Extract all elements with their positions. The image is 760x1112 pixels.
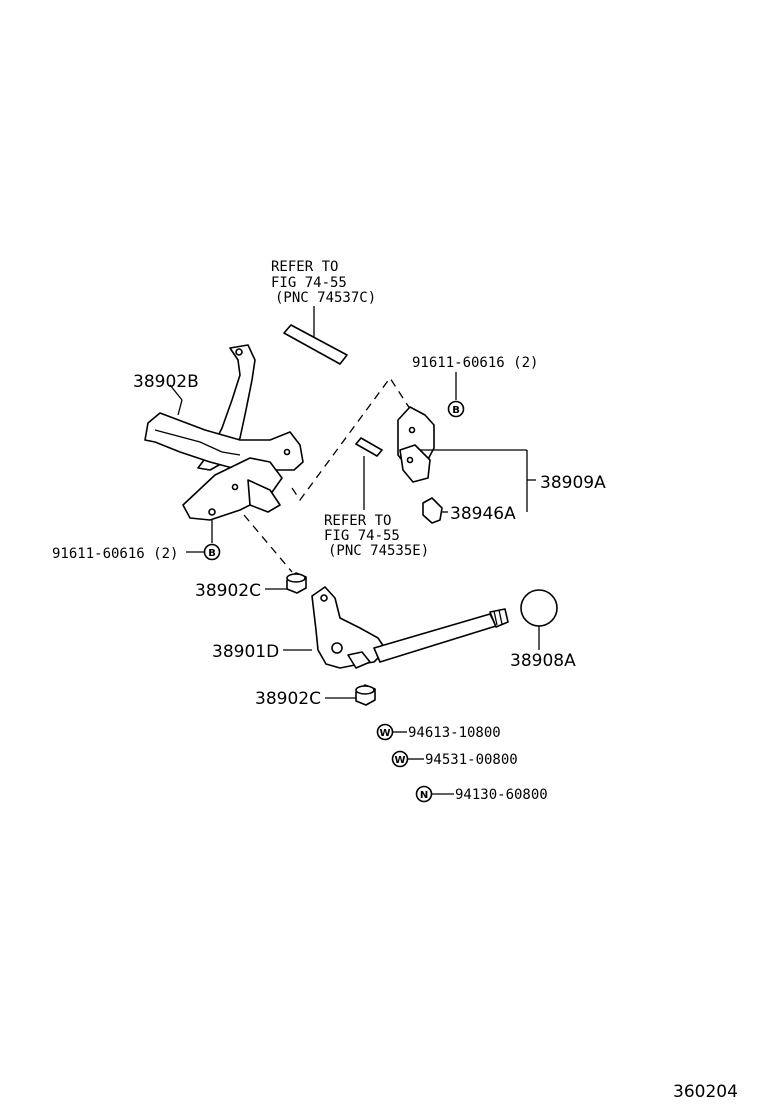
ref-lower-line3: (PNC 74535E)	[328, 543, 429, 559]
ref-upper-line1: REFER TO	[271, 259, 338, 275]
bushing-38902c-upper: 38902C	[195, 572, 307, 601]
washer-94531: W 94531-00800	[391, 750, 518, 768]
ref-upper-line2: FIG 74-55	[271, 275, 347, 291]
pad-74537c	[283, 324, 348, 365]
pad-74535e	[355, 437, 383, 457]
ref-lower-line2: FIG 74-55	[324, 528, 400, 544]
label-91611-60616-left: 91611-60616 (2)	[52, 546, 178, 562]
svg-text:B: B	[452, 405, 460, 416]
bolt-left: B 91611-60616 (2)	[52, 520, 221, 562]
bolt-top: 91611-60616 (2) B	[412, 355, 538, 418]
svg-text:N: N	[420, 790, 428, 801]
label-38908a: 38908A	[510, 651, 576, 671]
washer-94613: W 94613-10800	[376, 723, 501, 741]
switch-38909a: 38909A	[397, 406, 606, 512]
ref-lower-line1: REFER TO	[324, 513, 391, 529]
label-94130-60800: 94130-60800	[455, 787, 548, 803]
label-38901d: 38901D	[212, 642, 279, 662]
bolt-symbol-top	[447, 400, 465, 418]
washer-symbol-1	[376, 723, 394, 741]
reference-note-upper: REFER TO FIG 74-55 (PNC 74537C)	[271, 259, 376, 365]
label-38902b: 38902B	[133, 372, 199, 392]
label-38902c-upper: 38902C	[195, 581, 261, 601]
label-94531-00800: 94531-00800	[425, 752, 518, 768]
dashed-guide-lower	[243, 514, 293, 573]
clip-38946a: 38946A	[422, 497, 516, 524]
svg-text:W: W	[379, 728, 390, 739]
bracket-38902b: 38902B	[133, 344, 304, 521]
dashed-guide-upper	[291, 376, 413, 502]
label-94613-10800: 94613-10800	[408, 725, 501, 741]
lever-38901d: 38901D	[212, 586, 509, 669]
label-38946a: 38946A	[450, 504, 516, 524]
label-91611-60616-top: 91611-60616 (2)	[412, 355, 538, 371]
nut-symbol	[415, 785, 433, 803]
svg-text:B: B	[208, 548, 216, 559]
pad-38908a: 38908A	[510, 589, 576, 671]
ref-upper-line3: (PNC 74537C)	[275, 290, 376, 306]
nut-94130: N 94130-60800	[415, 785, 548, 803]
reference-note-lower: REFER TO FIG 74-55 (PNC 74535E)	[324, 437, 429, 559]
pedal-pad-circle	[520, 589, 558, 627]
figure-number: 360204	[673, 1082, 738, 1102]
label-38909a: 38909A	[540, 473, 606, 493]
washer-symbol-2	[391, 750, 409, 768]
label-38902c-lower: 38902C	[255, 689, 321, 709]
svg-text:W: W	[394, 755, 405, 766]
bushing-38902c-lower: 38902C	[255, 684, 376, 709]
bolt-symbol-left	[203, 543, 221, 561]
